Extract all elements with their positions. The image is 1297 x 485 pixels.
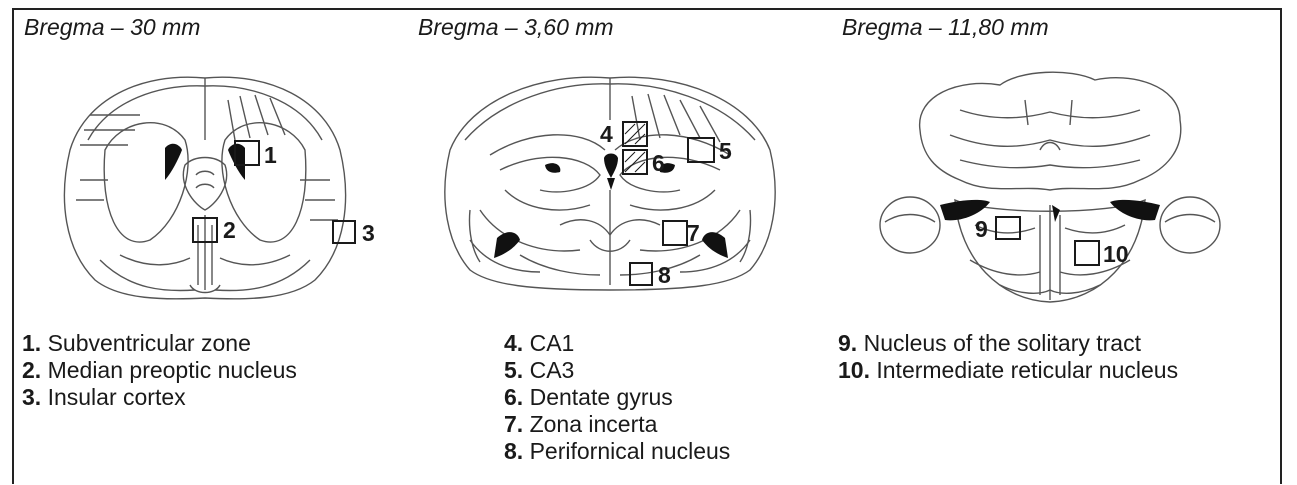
legend-label: Insular cortex	[48, 384, 186, 410]
legend-number: 6	[504, 384, 517, 410]
marker-label-2: 2	[223, 217, 236, 243]
legend-label: Dentate gyrus	[530, 384, 673, 410]
legend-item: 3. Insular cortex	[22, 384, 297, 411]
legend-number: 4	[504, 330, 517, 356]
brain-section-brainstem	[880, 72, 1220, 302]
legend-item: 7. Zona incerta	[504, 411, 730, 438]
region-markers-brainstem	[996, 217, 1099, 265]
legend-label: Zona incerta	[530, 411, 658, 437]
legend-label: CA3	[530, 357, 575, 383]
marker-label-3: 3	[362, 220, 375, 246]
legend-item: 4. CA1	[504, 330, 730, 357]
legend-label: Intermediate reticular nucleus	[876, 357, 1178, 383]
legend-item: 5. CA3	[504, 357, 730, 384]
legend-label: Median preoptic nucleus	[48, 357, 297, 383]
marker-label-7: 7	[687, 220, 700, 246]
legend-number: 10	[838, 357, 864, 383]
marker-label-1: 1	[264, 142, 277, 168]
legend-number: 1	[22, 330, 35, 356]
marker-box-3	[333, 221, 355, 243]
legend-forebrain: 1. Subventricular zone 2. Median preopti…	[22, 330, 297, 411]
legend-number: 7	[504, 411, 517, 437]
legend-number: 9	[838, 330, 851, 356]
legend-item: 1. Subventricular zone	[22, 330, 297, 357]
ventricles-forebrain	[165, 144, 245, 180]
legend-label: Subventricular zone	[48, 330, 251, 356]
legend-item: 9. Nucleus of the solitary tract	[838, 330, 1178, 357]
legend-label: CA1	[530, 330, 575, 356]
legend-number: 2	[22, 357, 35, 383]
legend-hippocampal: 4. CA1 5. CA3 6. Dentate gyrus 7. Zona i…	[504, 330, 730, 465]
legend-number: 3	[22, 384, 35, 410]
legend-number: 5	[504, 357, 517, 383]
marker-box-10	[1075, 241, 1099, 265]
legend-label: Nucleus of the solitary tract	[864, 330, 1141, 356]
legend-item: 2. Median preoptic nucleus	[22, 357, 297, 384]
marker-label-9: 9	[975, 216, 988, 242]
marker-label-5: 5	[719, 138, 732, 164]
marker-label-8: 8	[658, 262, 671, 288]
legend-number: 8	[504, 438, 517, 464]
legend-item: 6. Dentate gyrus	[504, 384, 730, 411]
marker-box-7	[663, 221, 687, 245]
region-markers-hippocampal	[623, 122, 714, 285]
marker-label-4: 4	[600, 121, 613, 147]
legend-item: 10. Intermediate reticular nucleus	[838, 357, 1178, 384]
marker-box-9	[996, 217, 1020, 239]
brain-section-forebrain	[64, 77, 345, 299]
legend-brainstem: 9. Nucleus of the solitary tract 10. Int…	[838, 330, 1178, 384]
legend-item: 8. Perifornical nucleus	[504, 438, 730, 465]
marker-label-6: 6	[652, 150, 665, 176]
brain-atlas-drawings: 1 2 3 4 5 6 7 8	[0, 0, 1297, 330]
marker-label-10: 10	[1103, 241, 1129, 267]
legend-label: Perifornical nucleus	[530, 438, 731, 464]
